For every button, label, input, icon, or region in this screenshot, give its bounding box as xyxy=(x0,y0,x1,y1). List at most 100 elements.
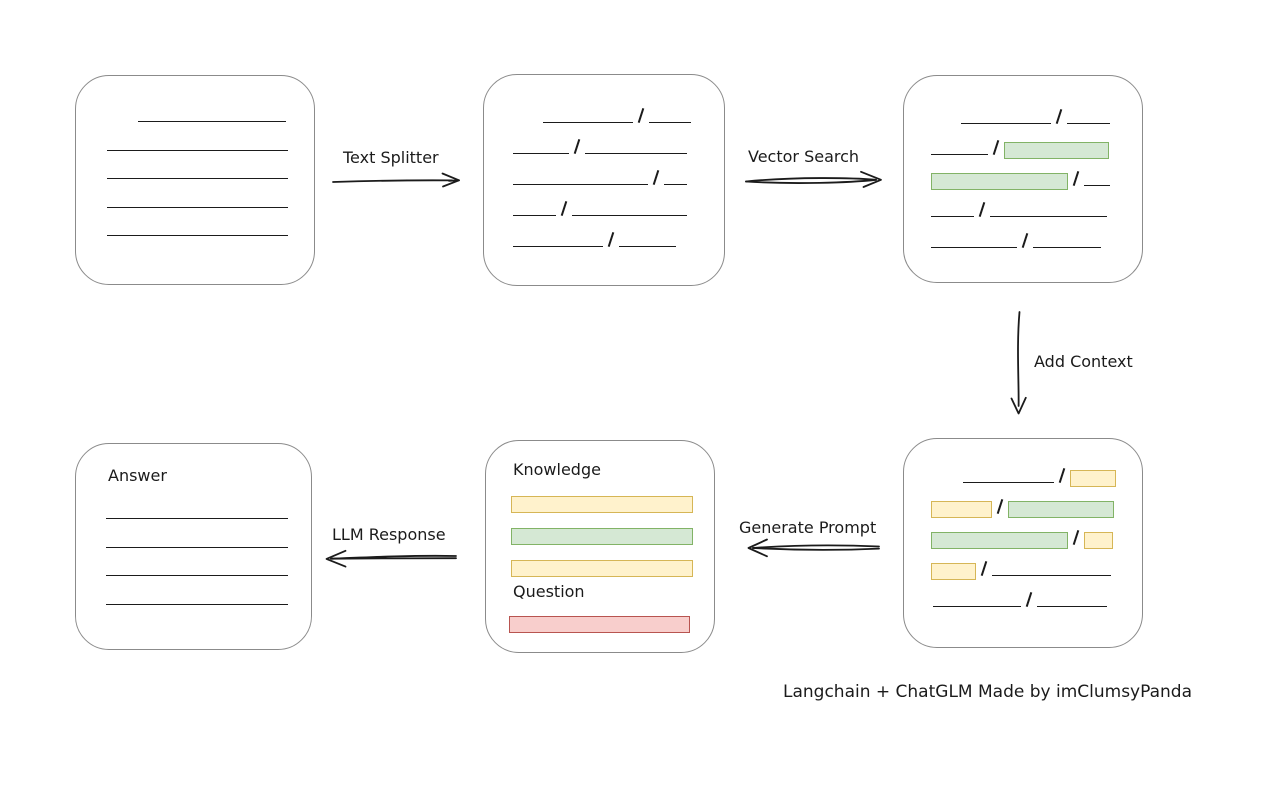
text-line xyxy=(992,575,1111,576)
chunk-row xyxy=(931,529,1116,549)
chunk-row xyxy=(931,591,1116,607)
text-line xyxy=(513,215,556,216)
yellow-bar xyxy=(511,496,693,513)
text-line xyxy=(619,246,676,247)
slash-separator xyxy=(1072,530,1080,545)
slash-separator xyxy=(652,170,660,185)
yellow-highlight-chunk xyxy=(931,563,976,580)
text-line xyxy=(961,123,1051,124)
llm-response-label: LLM Response xyxy=(332,525,446,544)
add-context-arrow xyxy=(1010,311,1027,415)
chunk-row xyxy=(931,139,1110,159)
green-highlight-chunk xyxy=(931,173,1068,190)
slash-separator xyxy=(1025,592,1033,607)
text-line xyxy=(1037,606,1107,607)
text-line xyxy=(107,178,288,179)
answer-box: Answer xyxy=(75,443,312,650)
green-highlight-chunk xyxy=(931,532,1068,549)
text-line xyxy=(572,215,687,216)
green-highlight-chunk xyxy=(1008,501,1114,518)
slash-separator xyxy=(1058,468,1066,483)
slash-separator xyxy=(980,561,988,576)
generate-prompt-label: Generate Prompt xyxy=(739,518,877,537)
slash-separator xyxy=(978,202,986,217)
text-splitter-arrow xyxy=(332,172,460,188)
chunk-row xyxy=(931,232,1110,248)
add-context-label: Add Context xyxy=(1034,352,1133,371)
chunk-row xyxy=(931,560,1116,580)
slash-separator xyxy=(1072,171,1080,186)
text-line xyxy=(931,154,988,155)
text-line xyxy=(963,482,1054,483)
generate-prompt-arrow xyxy=(747,538,880,558)
text-line xyxy=(513,246,603,247)
green-bar xyxy=(511,528,693,545)
text-line xyxy=(513,184,648,185)
yellow-bar xyxy=(511,560,693,577)
vector-search-label: Vector Search xyxy=(748,147,860,166)
text-line xyxy=(649,122,691,123)
chunk-row xyxy=(513,107,691,123)
text-line xyxy=(107,149,288,151)
slash-separator xyxy=(560,201,568,216)
text-line xyxy=(106,603,288,605)
text-line xyxy=(933,606,1021,607)
question-bars xyxy=(509,616,690,648)
text-line xyxy=(931,247,1017,248)
text-line xyxy=(543,122,633,123)
chunk-row xyxy=(931,467,1116,487)
chunk-row xyxy=(931,201,1110,217)
chunk-row xyxy=(513,200,691,216)
text-line xyxy=(107,235,288,236)
text-line xyxy=(1067,123,1110,124)
vector-search-arrow xyxy=(745,170,882,188)
question-label: Question xyxy=(513,582,585,601)
yellow-highlight-chunk xyxy=(931,501,992,518)
chunk-row xyxy=(513,169,691,185)
matched-chunk-rows xyxy=(931,108,1110,263)
context-chunks-box xyxy=(903,438,1143,648)
chunk-row xyxy=(931,108,1110,124)
knowledge-bars xyxy=(511,496,693,592)
yellow-highlight-chunk xyxy=(1084,532,1113,549)
llm-response-arrow xyxy=(325,549,457,568)
split-chunks-box xyxy=(483,74,725,286)
text-line xyxy=(106,575,288,576)
slash-separator xyxy=(1021,233,1029,248)
answer-label: Answer xyxy=(108,466,167,485)
chunk-row xyxy=(513,138,691,154)
chunk-row xyxy=(513,231,691,247)
yellow-highlight-chunk xyxy=(1070,470,1116,487)
document-lines xyxy=(107,121,288,264)
knowledge-label: Knowledge xyxy=(513,460,601,479)
chunk-row xyxy=(931,498,1116,518)
text-splitter-label: Text Splitter xyxy=(343,148,439,167)
text-line xyxy=(106,546,288,548)
slash-separator xyxy=(992,140,1000,155)
text-line xyxy=(107,206,288,208)
text-line xyxy=(1033,247,1101,248)
vector-matched-chunks-box xyxy=(903,75,1143,283)
chunk-row xyxy=(931,170,1110,190)
split-chunk-rows xyxy=(513,107,691,262)
text-line xyxy=(664,184,687,185)
text-line xyxy=(1084,185,1110,186)
text-line xyxy=(138,121,286,122)
answer-lines xyxy=(106,518,288,632)
text-line xyxy=(106,518,288,519)
text-line xyxy=(931,216,974,217)
text-line xyxy=(585,153,687,154)
slash-separator xyxy=(573,139,581,154)
red-bar xyxy=(509,616,690,633)
slash-separator xyxy=(1055,109,1063,124)
diagram-caption: Langchain + ChatGLM Made by imClumsyPand… xyxy=(783,682,1192,702)
slash-separator xyxy=(996,499,1004,514)
source-document-box xyxy=(75,75,315,285)
context-chunk-rows xyxy=(931,467,1116,622)
text-line xyxy=(990,216,1107,217)
text-line xyxy=(513,153,569,154)
slash-separator xyxy=(607,232,615,247)
slash-separator xyxy=(637,108,645,123)
prompt-box: Knowledge Question xyxy=(485,440,715,653)
